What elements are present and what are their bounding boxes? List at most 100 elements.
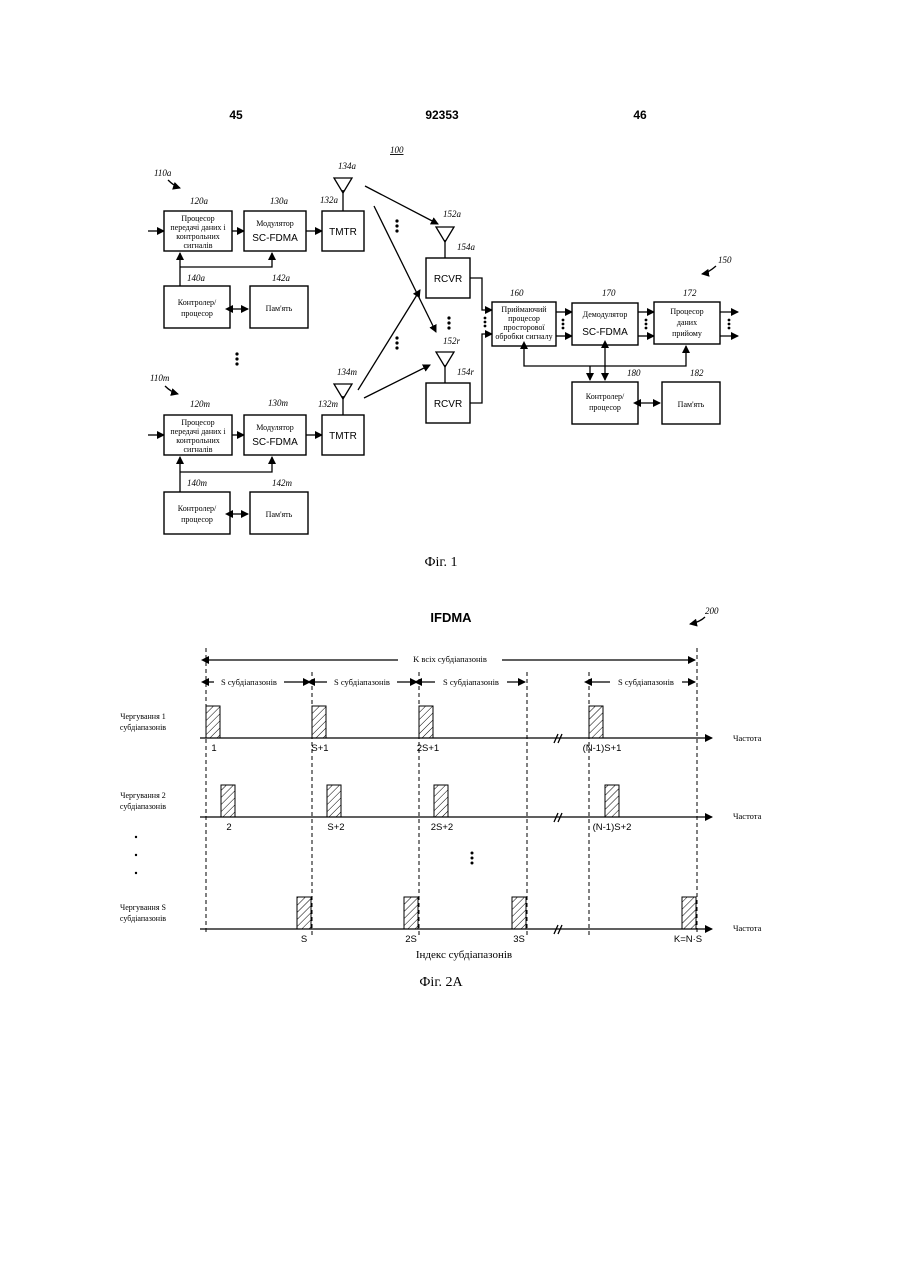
ctrl-label-2: процесор xyxy=(181,309,213,318)
spatial-label-3: просторової xyxy=(503,323,545,332)
ref-mem-a: 142a xyxy=(272,273,291,283)
tx-proc-label-1: Процесор xyxy=(181,214,214,223)
mod-label-1: Модулятор xyxy=(256,423,293,432)
row-1-label-2: субдіапазонів xyxy=(120,723,166,732)
ref-mem-m: 142m xyxy=(272,478,293,488)
fig2a-title: IFDMA xyxy=(430,610,472,625)
figure-1-caption: Фіг. 1 xyxy=(424,555,457,570)
patent-number: 92353 xyxy=(425,108,459,122)
antenna-icon xyxy=(436,227,454,242)
rxproc-label-1: Процесор xyxy=(670,307,703,316)
row-2-tick-2: S+2 xyxy=(327,822,344,833)
receiver-station: 152a 154a 152r 154r 150 RCVR RCVR 160 Пр… xyxy=(426,209,738,424)
fig2a-ref: 200 xyxy=(705,606,719,616)
tx-proc-label-4: сигналів xyxy=(183,241,212,250)
spatial-label-4: обробки сигналу xyxy=(495,332,552,341)
tmtr-a-label: TMTR xyxy=(329,227,357,238)
demod-label-2: SC-FDMA xyxy=(582,327,628,338)
total-span-label: K всіх субдіапазонів xyxy=(413,654,487,664)
ref-rant-a: 152a xyxy=(443,209,462,219)
rcvr-a-label: RCVR xyxy=(434,274,462,285)
interlace-row-2: Чергування 2 субдіапазонів 2 S+2 2S+2 (N… xyxy=(120,785,762,833)
mod-label-2: SC-FDMA xyxy=(252,437,298,448)
row-s-tick-1: S xyxy=(301,934,307,945)
ctrl-label-1: Контролер/ xyxy=(178,504,217,513)
row-s-tick-4: K=N·S xyxy=(674,934,702,945)
interlace-row-s: Чергування S субдіапазонів S 2S 3S K=N·S… xyxy=(120,897,762,945)
ref-ant-a: 134a xyxy=(338,161,357,171)
span-label-1: S субдіапазонів xyxy=(221,677,277,687)
ref-tx-m: 110m xyxy=(150,373,170,383)
rcvr-r-label: RCVR xyxy=(434,399,462,410)
transmitter-m: 110m 120m 130m 132m 134m 140m 142m Проце… xyxy=(148,367,364,534)
row-2-label-1: Чергування 2 xyxy=(120,791,166,800)
s-span-arrows: S субдіапазонів S субдіапазонів S субдіа… xyxy=(208,675,695,689)
mem-label: Пам'ять xyxy=(266,510,293,519)
sc-fdma-modulator-m xyxy=(244,415,306,455)
interlace-row-1: Чергування 1 субдіапазонів 1 S+1 2S+1 (N… xyxy=(120,706,762,754)
boundary-lines xyxy=(206,648,697,935)
ref-rant-r: 152r xyxy=(443,336,461,346)
row-2-tick-4: (N-1)S+2 xyxy=(593,822,632,833)
row-1-tick-2: S+1 xyxy=(311,743,328,754)
mod-label-2: SC-FDMA xyxy=(252,233,298,244)
ref-rx-ctrl: 180 xyxy=(627,368,641,378)
controller-m xyxy=(164,492,230,534)
row-s-tick-2: 2S xyxy=(405,934,417,945)
row-s-tick-3: 3S xyxy=(513,934,525,945)
ellipsis-dots xyxy=(135,836,474,874)
ref-proc-m: 120m xyxy=(190,399,211,409)
row-2-tick-1: 2 xyxy=(226,822,231,833)
ref-tx-a: 110a xyxy=(154,168,172,178)
row-1-axis-label: Частота xyxy=(733,733,762,743)
ref-system: 100 xyxy=(390,145,404,155)
tmtr-m-label: TMTR xyxy=(329,431,357,442)
ref-tmtr-m: 132m xyxy=(318,399,339,409)
ref-ctrl-a: 140a xyxy=(187,273,206,283)
demod-label-1: Демодулятор xyxy=(583,310,628,319)
ref-rcvr-r: 154r xyxy=(457,367,475,377)
ref-mod-m: 130m xyxy=(268,398,289,408)
ref-spatial: 160 xyxy=(510,288,524,298)
row-s-label-1: Чергування S xyxy=(120,903,166,912)
tx-proc-label-3: контрольних xyxy=(176,232,219,241)
ref-ant-m: 134m xyxy=(337,367,358,377)
row-2-label-2: субдіапазонів xyxy=(120,802,166,811)
ref-mod-a: 130a xyxy=(270,196,289,206)
row-s-axis-label: Частота xyxy=(733,923,762,933)
row-1-tick-3: 2S+1 xyxy=(417,743,439,754)
ref-rcvr-a: 154a xyxy=(457,242,476,252)
ellipsis-dots xyxy=(235,352,238,365)
ctrl-label-2: процесор xyxy=(181,515,213,524)
tx-proc-label-1: Процесор xyxy=(181,418,214,427)
mod-label-1: Модулятор xyxy=(256,219,293,228)
spatial-label-1: Приймаючий xyxy=(501,305,547,314)
tx-proc-label-2: передачі даних і xyxy=(170,427,226,436)
mem-label: Пам'ять xyxy=(266,304,293,313)
figure-2a-ifdma: IFDMA 200 K всіх субдіапазонів S субдіап… xyxy=(120,606,762,990)
sc-fdma-modulator-a xyxy=(244,211,306,251)
ref-rxproc: 172 xyxy=(683,288,697,298)
ref-tmtr-a: 132a xyxy=(320,195,339,205)
span-label-2: S субдіапазонів xyxy=(334,677,390,687)
row-1-tick-4: (N-1)S+1 xyxy=(583,743,622,754)
row-1-tick-1: 1 xyxy=(211,743,216,754)
page-number-right: 46 xyxy=(633,108,647,122)
ref-ctrl-m: 140m xyxy=(187,478,208,488)
ctrl-label-2: процесор xyxy=(589,403,621,412)
ref-rx: 150 xyxy=(718,255,732,265)
row-2-axis-label: Частота xyxy=(733,811,762,821)
ref-demod: 170 xyxy=(602,288,616,298)
rxproc-label-3: прийому xyxy=(672,329,702,338)
span-label-3: S субдіапазонів xyxy=(443,677,499,687)
spatial-label-2: процесор xyxy=(508,314,540,323)
row-1-label-1: Чергування 1 xyxy=(120,712,166,721)
ctrl-label-1: Контролер/ xyxy=(178,298,217,307)
ref-proc-a: 120a xyxy=(190,196,209,206)
mem-label: Пам'ять xyxy=(678,400,705,409)
tx-proc-label-2: передачі даних і xyxy=(170,223,226,232)
ref-rx-mem: 182 xyxy=(690,368,704,378)
row-2-tick-3: 2S+2 xyxy=(431,822,453,833)
ctrl-label-1: Контролер/ xyxy=(586,392,625,401)
